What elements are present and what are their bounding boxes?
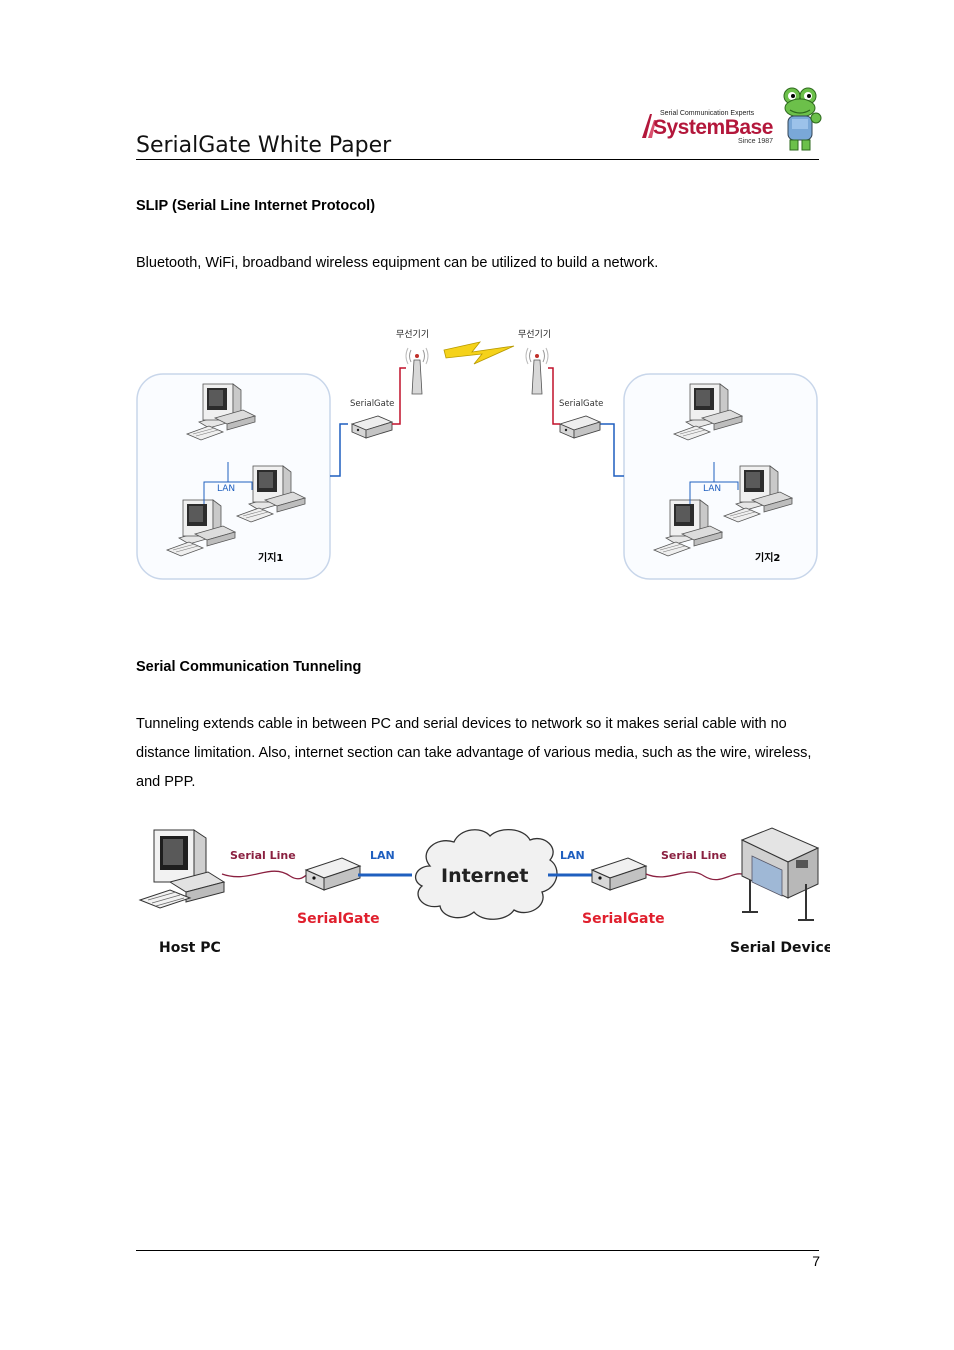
lan-label-left: LAN xyxy=(217,484,235,494)
wireless-antenna-icon xyxy=(525,347,549,395)
header-rule xyxy=(136,159,819,160)
site-1-label: 기지1 xyxy=(258,551,283,564)
wireless-label-right: 무선기기 xyxy=(518,329,551,340)
host-pc-icon xyxy=(139,829,225,909)
serialgate-device-icon xyxy=(591,857,647,891)
company-logo: Serial Communication Experts SystemBase … xyxy=(640,86,825,154)
serial-line-label-right: Serial Line xyxy=(661,849,727,862)
serialgate-device-icon xyxy=(559,415,601,439)
wireless-link-bolt-icon xyxy=(443,341,515,365)
serialgate-label-left: SerialGate xyxy=(350,399,394,409)
slip-network-diagram: LAN 기지1 LAN 기지2 SerialGate SerialGate 무선… xyxy=(136,329,818,580)
serial-device-label: Serial Device xyxy=(730,940,830,956)
section-paragraph-tunneling: Tunneling extends cable in between PC an… xyxy=(136,716,812,790)
serialgate-device-icon xyxy=(305,857,361,891)
document-title: SerialGate White Paper xyxy=(136,133,392,158)
lan-label-left: LAN xyxy=(370,849,395,862)
logo-swoosh-icon xyxy=(642,114,656,138)
serialgate-label-right: SerialGate xyxy=(559,399,603,409)
serialgate-label-left: SerialGate xyxy=(297,911,380,927)
serial-line-label-left: Serial Line xyxy=(230,849,296,862)
section-heading-slip: SLIP (Serial Line Internet Protocol) xyxy=(136,198,376,214)
frog-mascot-icon xyxy=(783,87,822,151)
internet-cloud-icon xyxy=(414,829,558,920)
page-number: 7 xyxy=(812,1253,820,1269)
footer-rule xyxy=(136,1250,819,1251)
lan-label-right: LAN xyxy=(560,849,585,862)
logo-brand: SystemBase xyxy=(653,116,773,139)
logo-since: Since 1987 xyxy=(738,138,774,145)
lan-label-right: LAN xyxy=(703,484,721,494)
serial-device-plotter-icon xyxy=(740,827,820,921)
serialgate-label-right: SerialGate xyxy=(582,911,665,927)
wireless-label-left: 무선기기 xyxy=(396,329,429,340)
tunneling-diagram: Serial Line SerialGate LAN Internet LAN … xyxy=(139,827,830,956)
wireless-antenna-icon xyxy=(405,347,429,395)
serialgate-device-icon xyxy=(351,415,393,439)
section-heading-tunneling: Serial Communication Tunneling xyxy=(136,659,362,675)
logo-tagline: Serial Communication Experts xyxy=(660,110,755,117)
host-pc-label: Host PC xyxy=(159,940,221,956)
internet-label: Internet xyxy=(441,865,528,887)
section-paragraph-slip: Bluetooth, WiFi, broadband wireless equi… xyxy=(136,255,659,271)
site-2-label: 기지2 xyxy=(755,551,780,564)
